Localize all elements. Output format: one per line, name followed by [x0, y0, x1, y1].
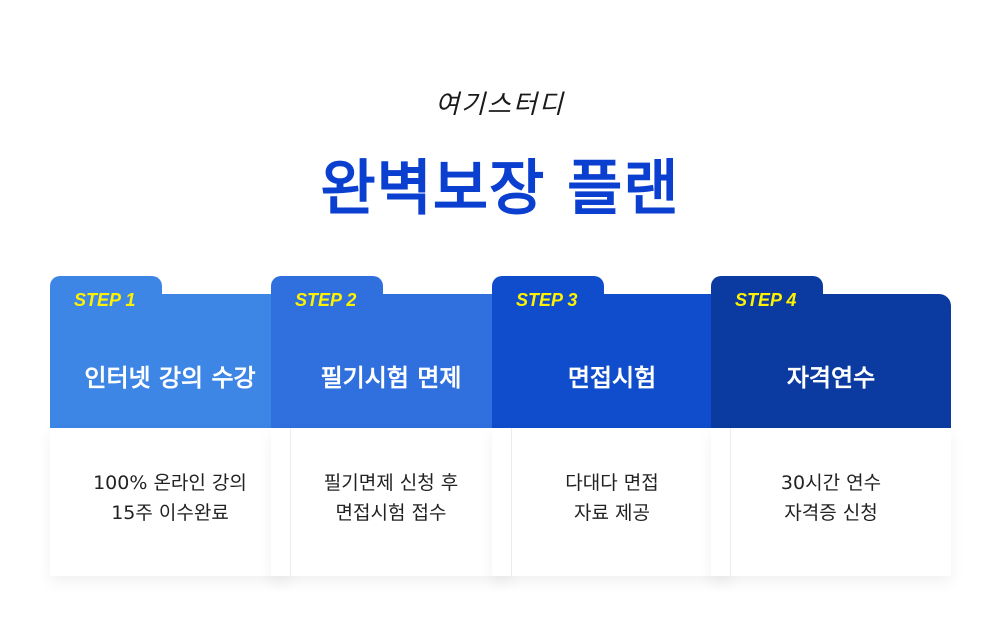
step-body: 30시간 연수 자격증 신청 [711, 428, 951, 576]
card-divider [730, 428, 731, 576]
card-divider [511, 428, 512, 576]
step-card-3: STEP 3 면접시험 다대다 면접 자료 제공 [492, 276, 732, 576]
step-card-4: STEP 4 자격연수 30시간 연수 자격증 신청 [711, 276, 951, 576]
step-description-line: 15주 이수완료 [111, 502, 229, 524]
step-number: STEP 2 [295, 290, 357, 310]
step-body: 필기면제 신청 후 면접시험 접수 [271, 428, 511, 576]
step-description-line: 다대다 면접 [565, 472, 659, 494]
step-body: 100% 온라인 강의 15주 이수완료 [50, 428, 290, 576]
step-description-line: 필기면제 신청 후 [323, 472, 459, 494]
step-description: 필기면제 신청 후 면접시험 접수 [271, 468, 511, 528]
step-title: 면접시험 [567, 364, 657, 392]
step-number: STEP 1 [74, 290, 136, 310]
step-description: 100% 온라인 강의 15주 이수완료 [50, 468, 290, 528]
step-description-line: 면접시험 접수 [335, 502, 447, 524]
step-header: STEP 4 자격연수 [711, 290, 951, 428]
step-title: 인터넷 강의 수강 [84, 364, 256, 392]
step-card-1: STEP 1 인터넷 강의 수강 100% 온라인 강의 15주 이수완료 [50, 276, 290, 576]
step-description-line: 30시간 연수 [780, 472, 882, 494]
step-description-line: 100% 온라인 강의 [93, 472, 247, 494]
steps-row: STEP 1 인터넷 강의 수강 100% 온라인 강의 15주 이수완료 ST… [50, 276, 951, 576]
step-title: 필기시험 면제 [320, 364, 462, 392]
page-title: 완벽보장 플랜 [320, 154, 680, 224]
step-description-line: 자격증 신청 [784, 502, 878, 524]
step-number: STEP 3 [516, 290, 578, 310]
step-number: STEP 4 [735, 290, 797, 310]
step-description: 다대다 면접 자료 제공 [492, 468, 732, 528]
step-header: STEP 3 면접시험 [492, 290, 732, 428]
step-description: 30시간 연수 자격증 신청 [711, 468, 951, 528]
card-divider [290, 428, 291, 576]
step-title: 자격연수 [786, 364, 876, 392]
brand-logo-text: 여기스터디 [435, 90, 565, 120]
step-header: STEP 2 필기시험 면제 [271, 290, 511, 428]
step-header: STEP 1 인터넷 강의 수강 [50, 290, 290, 428]
step-card-2: STEP 2 필기시험 면제 필기면제 신청 후 면접시험 접수 [271, 276, 511, 576]
step-body: 다대다 면접 자료 제공 [492, 428, 732, 576]
step-description-line: 자료 제공 [574, 502, 650, 524]
